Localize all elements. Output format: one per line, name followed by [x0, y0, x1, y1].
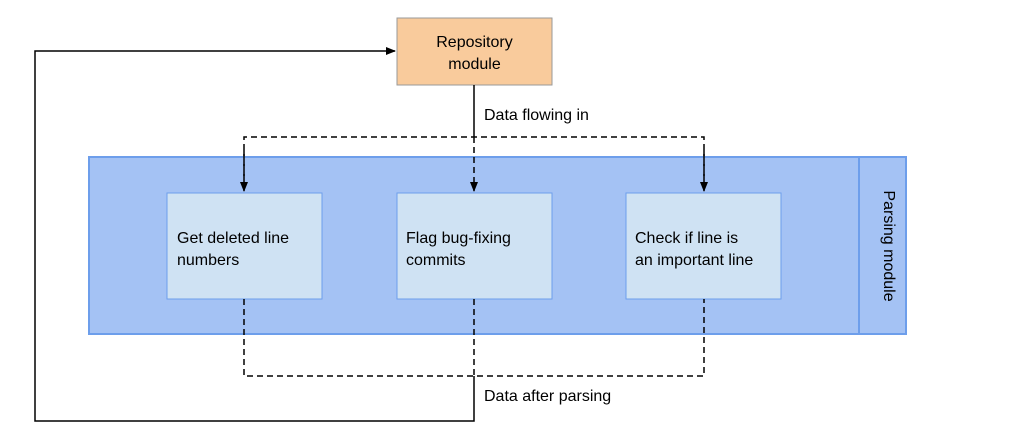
step-box-get-deleted-lines	[166, 192, 323, 300]
repository-module-title-line1: Repository	[436, 34, 512, 51]
repository-module-box	[396, 17, 553, 86]
step-flag-bug-fixing-line1: Flag bug-fixing	[406, 230, 511, 247]
step-get-deleted-lines-line1: Get deleted line	[177, 230, 289, 247]
step-check-important-line-line2: an important line	[635, 252, 753, 269]
parsing-module-label: Parsing module	[880, 190, 897, 301]
parsing-module-label-tab	[858, 156, 907, 335]
repository-module-title-line2: module	[448, 56, 501, 73]
data-out-merge-line	[243, 299, 705, 377]
feedback-loop-line	[34, 47, 475, 422]
step-flag-bug-fixing-line2: commits	[406, 252, 466, 269]
step-check-important-line-line1: Check if line is	[635, 230, 738, 247]
step-box-flag-bug-fixing	[396, 192, 553, 300]
step-get-deleted-lines-line2: numbers	[177, 252, 239, 269]
data-flowing-in-label: Data flowing in	[484, 107, 589, 124]
data-after-parsing-label: Data after parsing	[484, 388, 611, 405]
